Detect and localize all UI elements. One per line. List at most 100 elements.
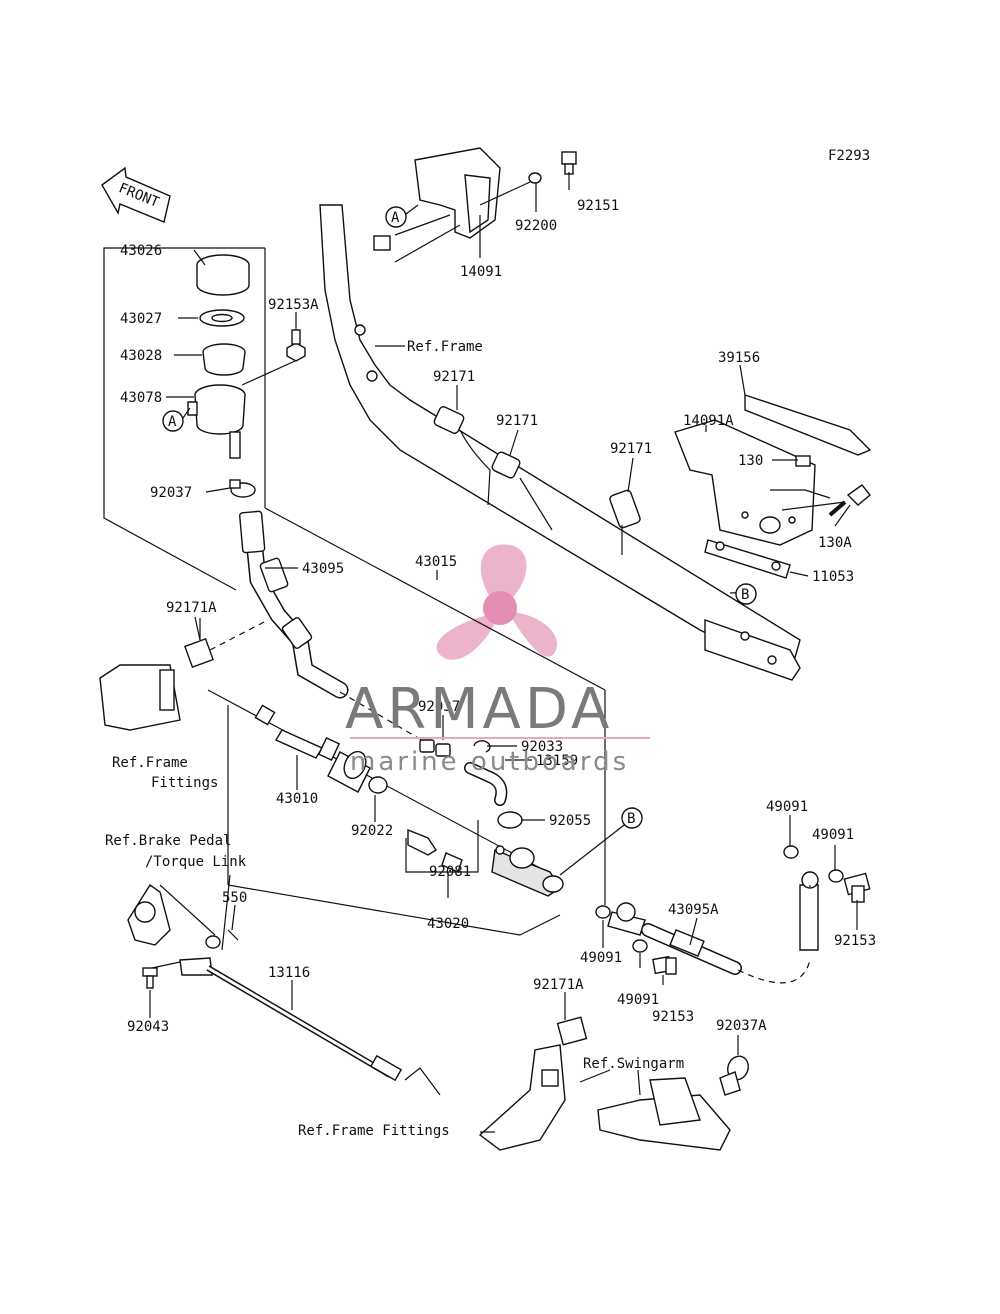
label-14091: 14091 <box>460 264 502 280</box>
callout-b-cylinder: B <box>621 807 643 829</box>
label-13159: 13159 <box>536 753 578 769</box>
label-43095: 43095 <box>302 561 344 577</box>
label-43010: 43010 <box>276 791 318 807</box>
label-49091-c: 49091 <box>580 950 622 966</box>
label-92081: 92081 <box>429 864 471 880</box>
label-92153-lower: 92153 <box>652 1009 694 1025</box>
clevis-pin-92043 <box>142 967 158 989</box>
label-43026: 43026 <box>120 243 162 259</box>
reservoir-diaphragm-plate <box>199 309 245 327</box>
label-130a: 130A <box>818 535 852 551</box>
banjo-fitting-43095a <box>607 902 646 936</box>
watermark-petal <box>480 544 527 605</box>
nut-130 <box>795 455 811 467</box>
watermark-tagline: marine outboards <box>350 747 629 777</box>
label-43020: 43020 <box>427 916 469 932</box>
label-49091-a: 49091 <box>766 799 808 815</box>
watermark-name: ARMADA <box>345 677 613 742</box>
reservoir-tank <box>187 384 246 459</box>
master-cylinder-piston-kit <box>254 704 341 762</box>
label-39156: 39156 <box>718 350 760 366</box>
label-49091-b: 49091 <box>812 827 854 843</box>
washer-49091-c <box>783 845 799 859</box>
label-92171-a: 92171 <box>433 369 475 385</box>
label-92151: 92151 <box>577 198 619 214</box>
snap-ring-92022 <box>368 776 388 794</box>
label-92055: 92055 <box>549 813 591 829</box>
reservoir-group-bracket <box>103 247 265 591</box>
cover-bracket-14091 <box>414 147 501 239</box>
label-92171-b: 92171 <box>496 413 538 429</box>
bolt-92153a <box>286 329 306 362</box>
label-92033: 92033 <box>521 739 563 755</box>
plate-11053 <box>704 539 791 579</box>
washer-49091-d <box>828 869 844 883</box>
ref-brake-pedal-line-2: /Torque Link <box>145 854 247 870</box>
reservoir-cap <box>196 254 250 296</box>
clamp-92171-b <box>491 451 521 479</box>
hose-clamp-upper <box>229 479 256 498</box>
label-92043: 92043 <box>127 1019 169 1035</box>
banjo-bolt-92153-lower <box>652 955 677 975</box>
callout-a-frame: A <box>385 206 407 228</box>
frame-tube <box>319 204 801 681</box>
label-43028: 43028 <box>120 348 162 364</box>
ref-swingarm: Ref.Swingarm <box>583 1056 684 1072</box>
ref-frame-fittings-line-1: Ref.Frame <box>112 755 188 771</box>
label-43095a: 43095A <box>668 902 719 918</box>
brake-pedal-torque-link <box>127 884 171 946</box>
banjo-bolt-92153-right <box>843 872 871 903</box>
clamp-92171-a <box>433 406 465 434</box>
master-cylinder-assembly <box>491 845 564 897</box>
callout-a-frame-label: A <box>391 210 400 226</box>
swingarm <box>597 1077 731 1151</box>
watermark-hub <box>483 591 517 625</box>
clamp-92171-c <box>609 489 641 529</box>
watermark-petal <box>436 612 500 660</box>
label-92037a: 92037A <box>716 1018 767 1034</box>
label-13116: 13116 <box>268 965 310 981</box>
ref-frame: Ref.Frame <box>407 339 483 355</box>
label-11053: 11053 <box>812 569 854 585</box>
bolt-130a <box>828 484 871 517</box>
ref-frame-fittings-line-2: Fittings <box>151 775 218 791</box>
washer-49091-a <box>595 905 611 919</box>
label-550: 550 <box>222 890 247 906</box>
ref-frame-fittings-bottom: Ref.Frame Fittings <box>298 1123 450 1139</box>
label-92037: 92037 <box>150 485 192 501</box>
watermark-petal <box>508 612 557 657</box>
guard-bracket-14091a <box>674 419 816 546</box>
callout-b-frame: B <box>735 583 757 605</box>
label-92153a: 92153A <box>268 297 319 313</box>
frame-fitting-lower <box>478 1016 588 1151</box>
washer-49091-b <box>632 939 648 953</box>
o-ring-92055 <box>497 811 523 829</box>
label-92037-mid: 92037 <box>418 699 460 715</box>
circlip-92033 <box>473 740 491 753</box>
master-cylinder-body <box>327 750 371 793</box>
callout-a-reservoir-label: A <box>168 414 177 430</box>
reservoir-diaphragm <box>202 343 246 376</box>
callout-a-reservoir: A <box>162 410 184 432</box>
washer-92200 <box>528 172 542 184</box>
label-92022: 92022 <box>351 823 393 839</box>
label-92171-c: 92171 <box>610 441 652 457</box>
label-92200: 92200 <box>515 218 557 234</box>
figure-code: F2293 <box>828 148 870 164</box>
front-arrow-icon: FRONT <box>101 166 171 223</box>
label-43015: 43015 <box>415 554 457 570</box>
label-92171a-left: 92171A <box>166 600 217 616</box>
push-rod-13116 <box>179 957 403 1082</box>
hose-clamp-92037a <box>719 1055 749 1096</box>
label-43078: 43078 <box>120 390 162 406</box>
caliper-hose-end <box>799 871 819 951</box>
callout-b-cylinder-label: B <box>627 811 635 827</box>
label-92153-right: 92153 <box>834 933 876 949</box>
label-92171a-lower: 92171A <box>533 977 584 993</box>
callout-b-frame-label: B <box>741 587 749 603</box>
ref-brake-pedal-line-1: Ref.Brake Pedal <box>105 833 231 849</box>
bolt-92151 <box>561 151 577 175</box>
label-130: 130 <box>738 453 763 469</box>
